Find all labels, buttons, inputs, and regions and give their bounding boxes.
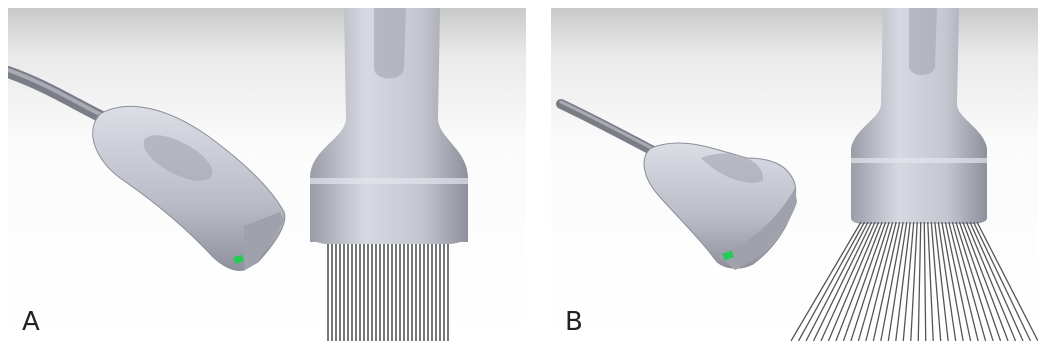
beam-line [918, 222, 921, 341]
beam-line [821, 222, 875, 341]
beam-line [924, 222, 925, 341]
vertical-curved-probe [851, 8, 987, 224]
beam-line [798, 222, 864, 341]
beam-line [970, 222, 1023, 341]
tilted-linear-probe [93, 106, 285, 270]
parallel-beam-lines [328, 244, 448, 341]
tilted-curved-probe [644, 143, 797, 270]
beam-line [791, 222, 861, 341]
panel-label-a: A [22, 309, 40, 335]
panel-b: B [551, 8, 1038, 341]
panel-label-b: B [565, 309, 583, 335]
fan-beam-lines [791, 222, 1038, 341]
beam-line [873, 222, 899, 341]
panel-a: A [8, 8, 526, 341]
linear-probe-illustration [8, 8, 526, 341]
curved-probe-illustration [551, 8, 1038, 341]
beam-line [973, 222, 1030, 341]
beam-line [843, 222, 885, 341]
vertical-linear-probe [310, 8, 468, 244]
